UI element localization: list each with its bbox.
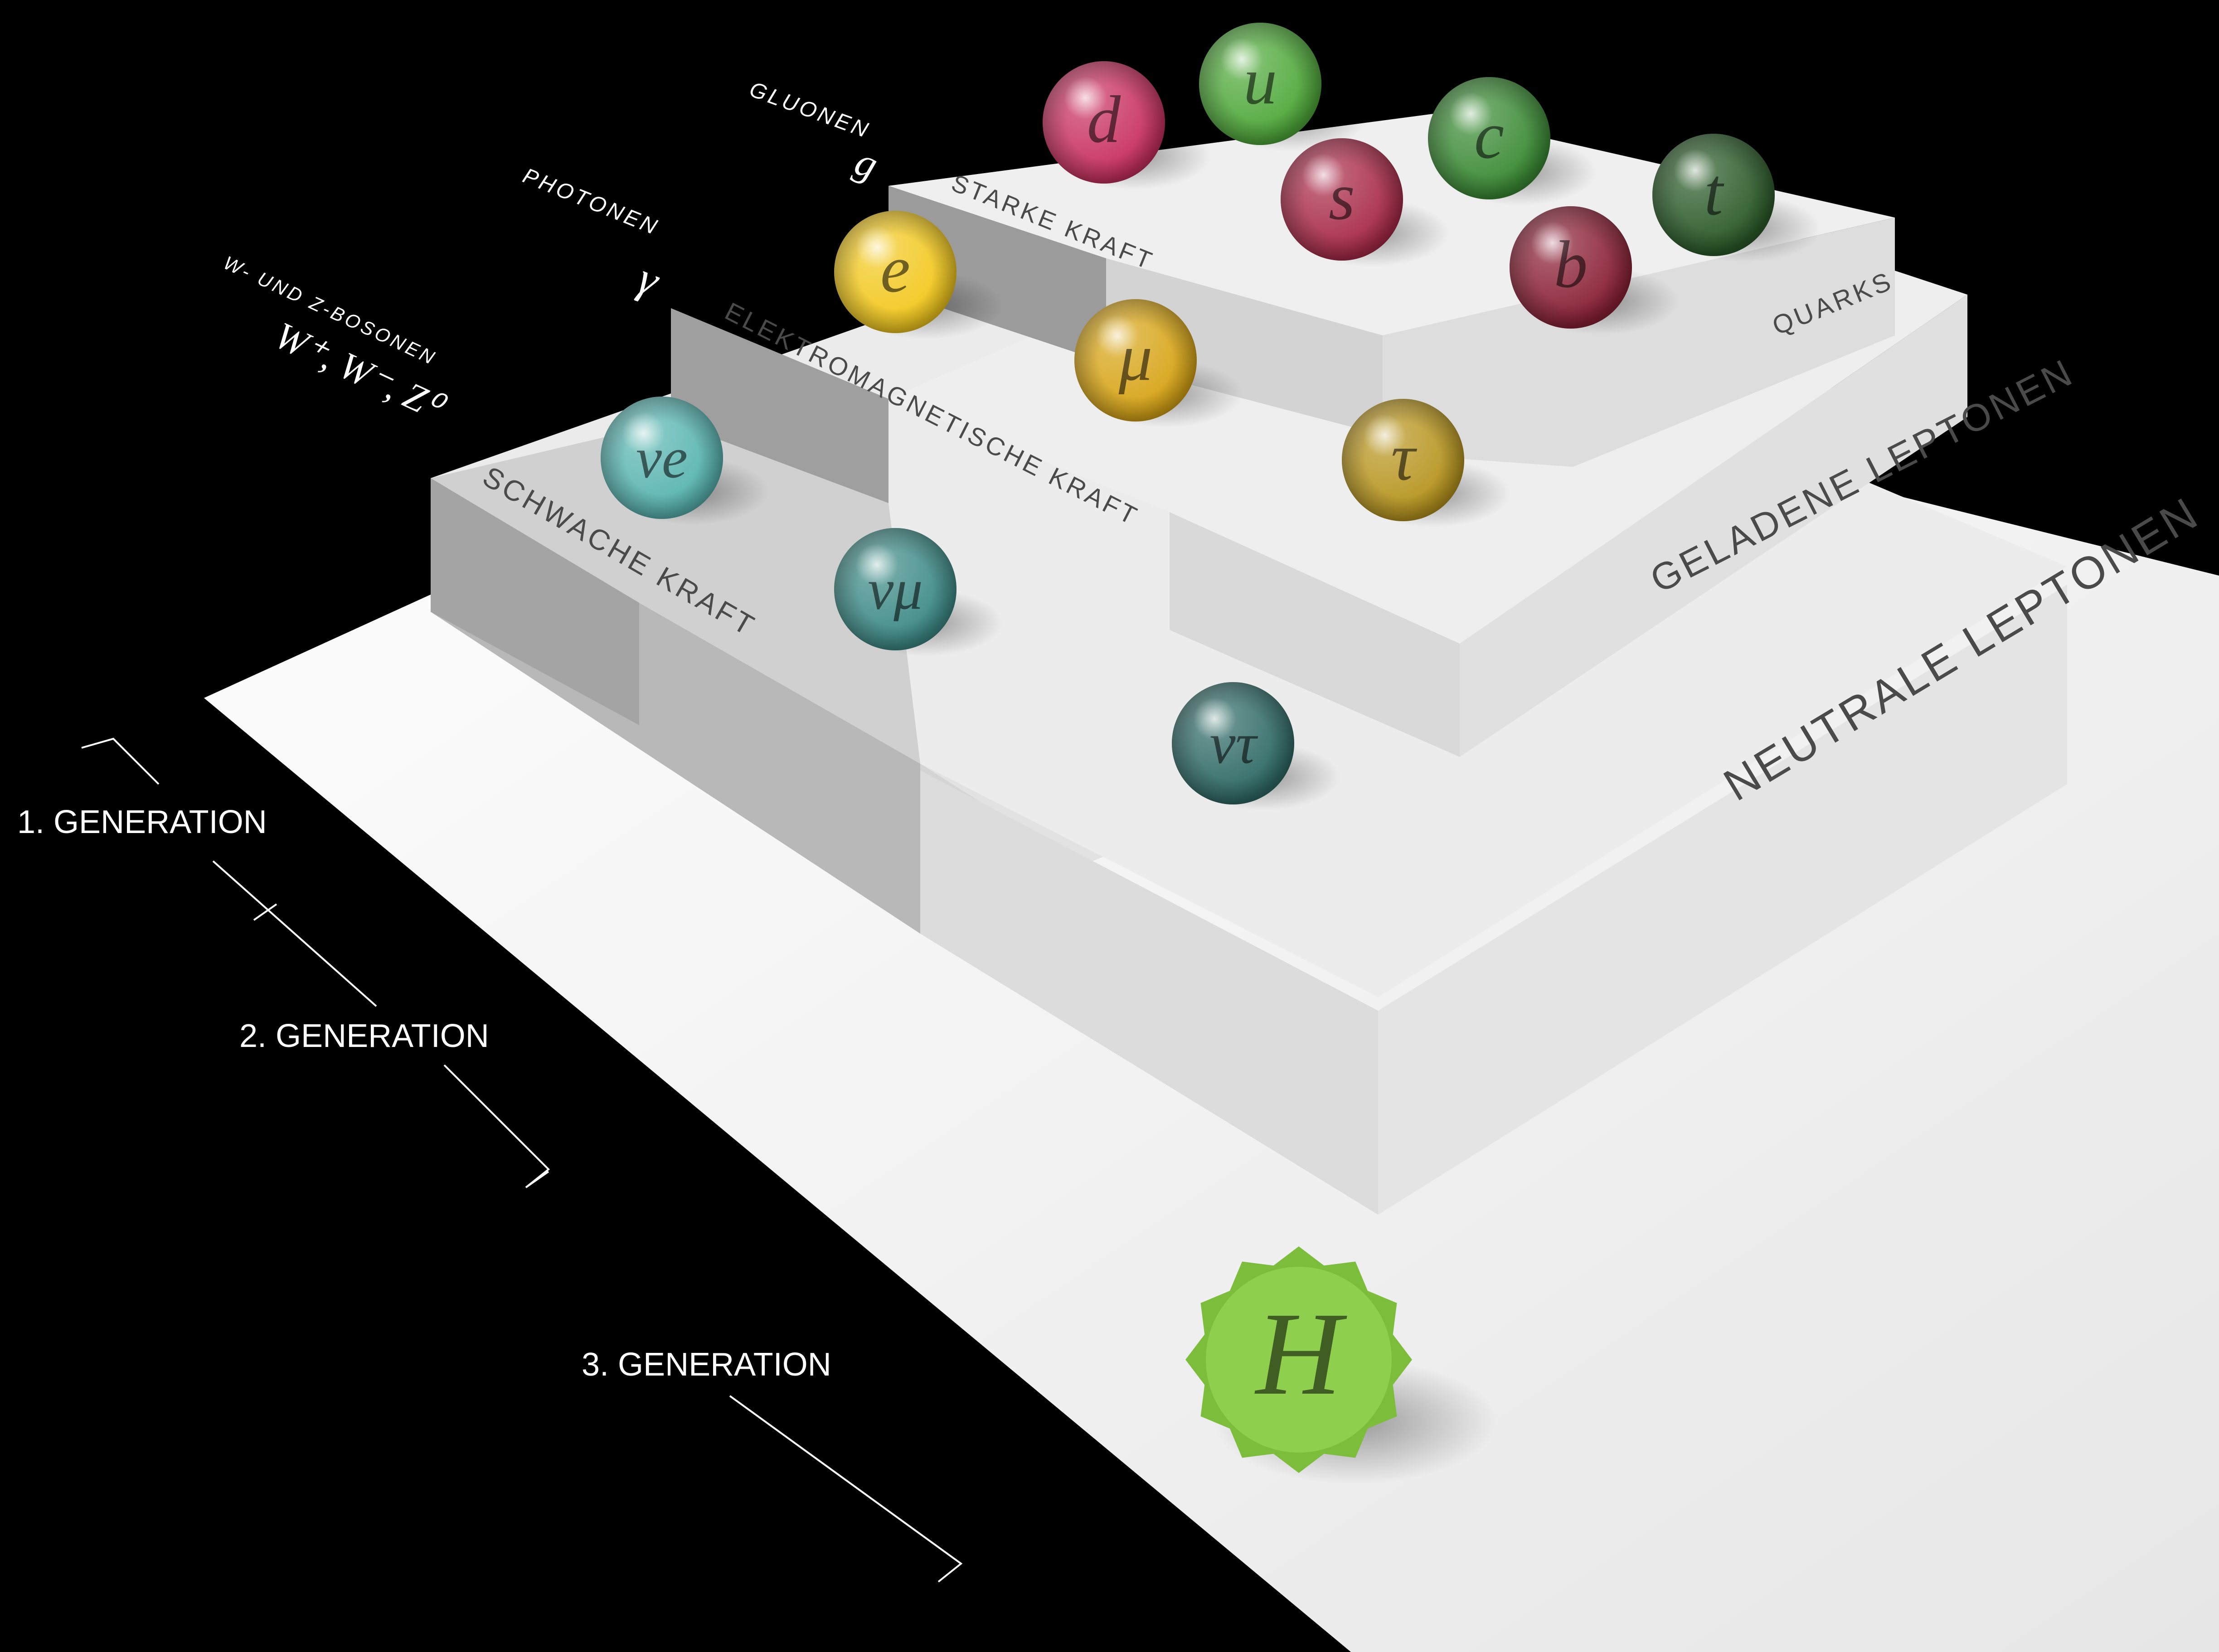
particle-shine	[1510, 206, 1632, 329]
particle-shine	[1074, 299, 1197, 421]
particle-higgs: H	[1185, 1246, 1497, 1484]
particle-symbol-e: e	[880, 232, 910, 306]
particle-symbol-nue: νe	[636, 426, 688, 490]
particle-symbol-u: u	[1243, 44, 1277, 118]
block-quarks-front	[1383, 218, 1895, 467]
particles: u d c s t b e μ τ νe νμ ντH	[601, 23, 1821, 1484]
weak-step-front	[431, 478, 639, 725]
gluons-label: GLUONEN	[746, 78, 874, 143]
particle-shine	[1172, 682, 1294, 804]
particle-symbol-d: d	[1087, 82, 1121, 157]
particle-tau: τ	[1342, 399, 1510, 528]
particle-mu: μ	[1074, 299, 1243, 428]
photons-symbol: γ	[631, 252, 668, 306]
block-charged-side	[1460, 295, 1967, 757]
particle-symbol-b: b	[1554, 228, 1588, 302]
particle-symbol-higgs: H	[1254, 1288, 1349, 1419]
bracket-4	[729, 1395, 963, 1583]
gluon-label-group: GLUONEN g	[746, 78, 884, 188]
bracket-3	[443, 1064, 550, 1188]
particle-shine	[1199, 23, 1321, 145]
generation-1-label: 1. GENERATION	[17, 804, 267, 840]
particle-shine	[834, 528, 957, 650]
particle-d: d	[1043, 61, 1211, 190]
block-neutral-side	[1378, 585, 2067, 1215]
particle-shine	[834, 211, 957, 333]
particle-nue: νe	[601, 397, 769, 525]
block-neutral-front	[920, 770, 1378, 1215]
block-charged-front	[1170, 512, 1460, 757]
generation-3-label: 3. GENERATION	[582, 1347, 831, 1383]
particle-s: s	[1281, 138, 1449, 267]
particle-u: u	[1199, 23, 1368, 151]
particle-t: t	[1652, 134, 1821, 262]
particle-symbol-t: t	[1704, 155, 1724, 229]
particle-b: b	[1510, 206, 1678, 335]
gluons-symbol: g	[849, 139, 884, 188]
particle-nutau: ντ	[1172, 682, 1340, 811]
generation-2-label: 2. GENERATION	[239, 1018, 489, 1054]
particle-shine	[1428, 77, 1550, 199]
generation-brackets	[81, 737, 963, 1583]
bracket-tick-2	[525, 1171, 549, 1188]
particle-shine	[1043, 61, 1165, 184]
particle-symbol-numu: νμ	[868, 557, 923, 621]
block-quarks-front2	[1106, 258, 1383, 435]
particle-symbol-s: s	[1329, 160, 1355, 234]
weak-step-top	[431, 421, 920, 764]
higgs-inner	[1206, 1267, 1392, 1453]
bracket-1	[81, 737, 160, 785]
photons-label: PHOTONEN	[520, 164, 663, 240]
strong-step-front	[889, 186, 1106, 363]
photon-label-group: PHOTONEN γ	[520, 164, 667, 306]
em-step-front	[671, 308, 889, 503]
particle-e: e	[834, 211, 1003, 339]
wz-label-group: W- UND Z-BOSONEN W⁺, W⁻, Z⁰	[220, 252, 452, 430]
particle-symbol-nutau: ντ	[1210, 711, 1258, 775]
bracket-tick-1	[253, 903, 277, 921]
bracket-2	[212, 860, 377, 1007]
particle-symbol-c: c	[1474, 98, 1504, 173]
particle-numu: νμ	[834, 528, 1003, 657]
particle-symbol-tau: τ	[1391, 420, 1417, 494]
particle-shine	[1281, 138, 1403, 261]
particle-shine	[1342, 399, 1464, 521]
force-steps	[431, 186, 1106, 764]
particle-shine	[601, 397, 723, 519]
particle-c: c	[1428, 77, 1597, 206]
particle-symbol-mu: μ	[1118, 320, 1153, 395]
particle-shine	[1652, 134, 1775, 256]
